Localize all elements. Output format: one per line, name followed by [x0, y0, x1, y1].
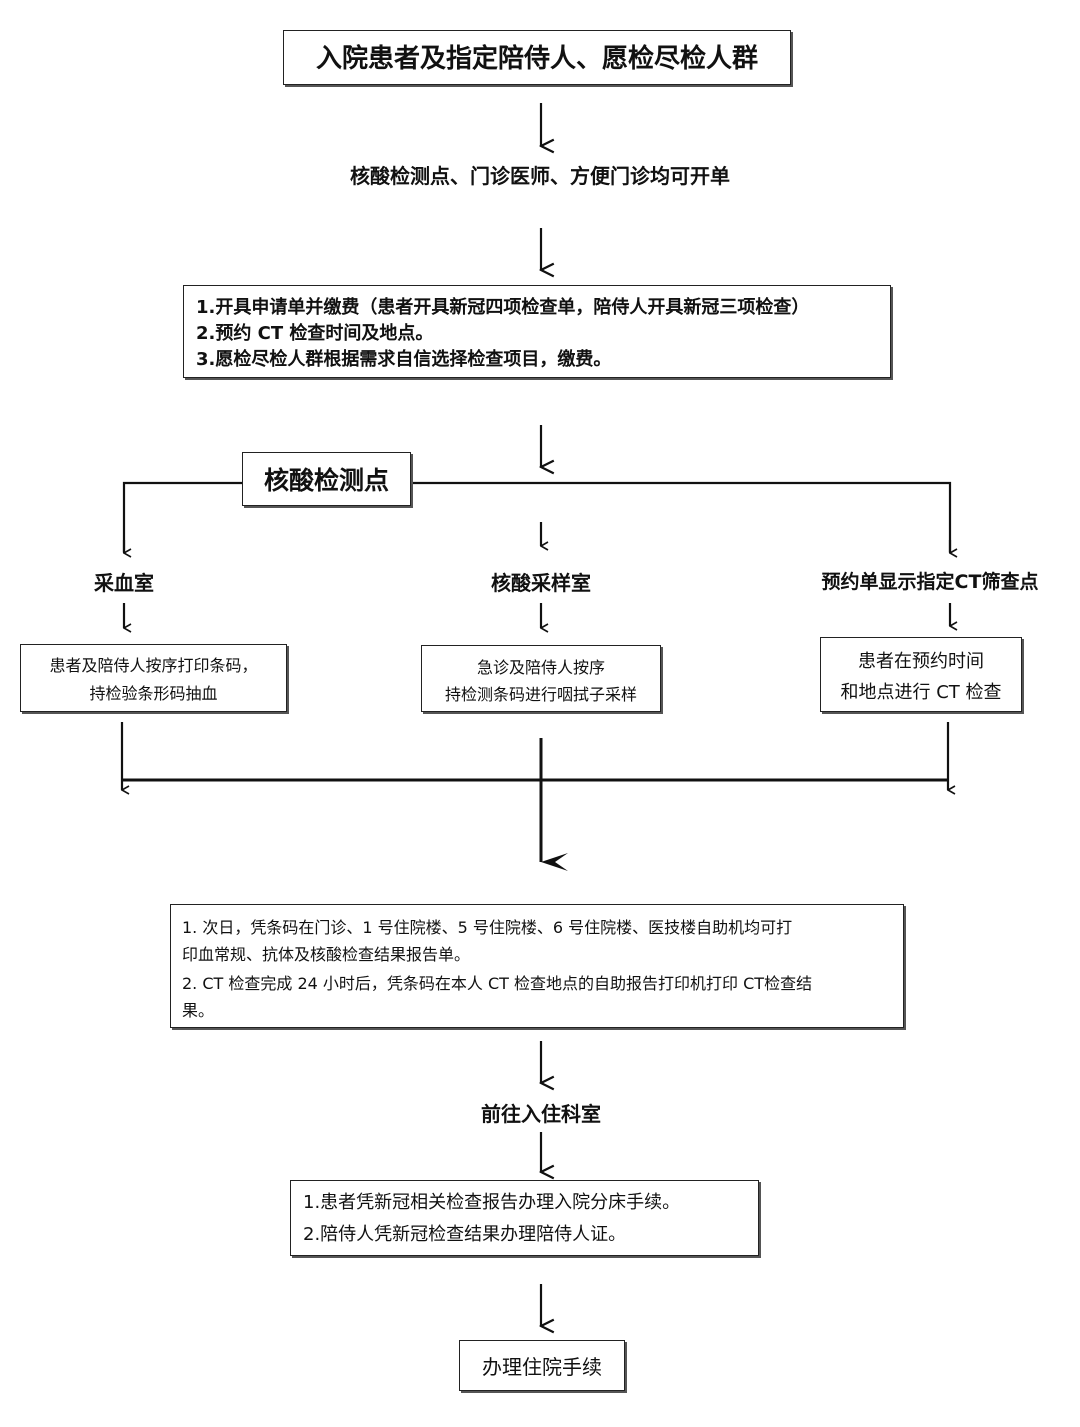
swab-detail-line-2: 持检测条码进行咽拭子采样 [444, 685, 637, 704]
hub-box [242, 452, 411, 506]
blood-detail-line-1: 患者及陪侍人按序打印条码， [49, 656, 258, 675]
steps-line-3: 3.愿检尽检人群根据需求自信选择检查项目，缴费。 [196, 349, 612, 370]
results-line-1: 1. 次日，凭条码在门诊、1 号住院楼、5 号住院楼、6 号住院楼、医技楼自助机… [182, 918, 793, 937]
ct-detail-line-2: 和地点进行 CT 检查 [840, 682, 1002, 703]
ct-detail-box [820, 637, 1022, 712]
ordering-text: 核酸检测点、门诊医师、方便门诊均可开单 [350, 164, 730, 188]
steps-box [183, 285, 891, 378]
final-text: 办理住院手续 [482, 1355, 602, 1379]
results-line-2: 印血常规、抗体及核酸检查结果报告单。 [182, 945, 471, 964]
go-dept-text: 前往入住科室 [481, 1102, 601, 1126]
start-box [283, 30, 791, 85]
start-text: 入院患者及指定陪侍人、愿检尽检人群 [315, 44, 758, 74]
ct-detail-line-1: 患者在预约时间 [858, 651, 984, 672]
branch-ct-label: 预约单显示指定CT筛查点 [821, 571, 1039, 593]
swab-detail-box [421, 645, 661, 712]
results-line-4: 果。 [182, 1001, 215, 1020]
hub-horizontal-line-right [411, 481, 952, 552]
steps-line-2: 2.预约 CT 检查时间及地点。 [196, 323, 434, 344]
admission-box [290, 1180, 759, 1256]
swab-detail-line-1: 急诊及陪侍人按序 [476, 658, 605, 677]
final-box [459, 1340, 625, 1391]
hub-horizontal-line [122, 481, 242, 552]
steps-line-1: 1.开具申请单并缴费（患者开具新冠四项检查单，陪侍人开具新冠三项检查） [196, 297, 810, 318]
admission-line-1: 1.患者凭新冠相关检查报告办理入院分床手续。 [303, 1192, 681, 1213]
admission-line-2: 2.陪侍人凭新冠检查结果办理陪侍人证。 [303, 1224, 627, 1245]
results-line-3: 2. CT 检查完成 24 小时后，凭条码在本人 CT 检查地点的自助报告打印机… [182, 974, 813, 993]
blood-detail-box [20, 644, 287, 712]
branch-swab-label: 核酸采样室 [491, 571, 591, 595]
hub-text: 核酸检测点 [263, 466, 389, 495]
results-box [170, 904, 904, 1028]
blood-detail-line-2: 持检验条形码抽血 [89, 684, 218, 703]
branch-blood-label: 采血室 [94, 571, 154, 595]
